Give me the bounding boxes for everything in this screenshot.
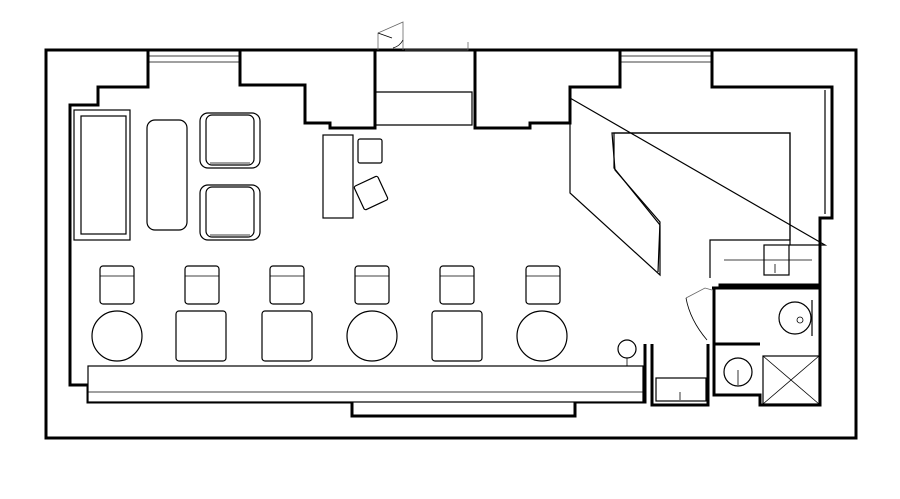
armchair: [199, 112, 261, 169]
tables-row: [91, 310, 568, 362]
shower-icon: [762, 355, 820, 405]
plant-icon: [617, 339, 637, 366]
stool: [184, 265, 220, 305]
toilet-icon: [778, 300, 813, 336]
stool: [269, 265, 305, 305]
square-table: [431, 310, 483, 362]
stools-row: [99, 265, 561, 305]
washbasin-icon: [723, 357, 753, 387]
booth-sofa: [73, 109, 131, 241]
side-table: [357, 138, 383, 164]
round-table: [516, 310, 568, 362]
round-table: [346, 310, 398, 362]
stool: [99, 265, 135, 305]
square-table: [175, 310, 227, 362]
armchair: [199, 184, 261, 241]
low-table: [146, 119, 188, 231]
utility-sink: [650, 344, 710, 407]
window-left: [148, 55, 240, 63]
long-bench: [87, 365, 644, 403]
bar-counter: [569, 96, 828, 277]
round-table: [91, 310, 143, 362]
window-right: [620, 55, 712, 63]
restroom-door[interactable]: [685, 286, 720, 341]
kitchen-sink: [763, 244, 790, 276]
restroom-wall: [712, 286, 822, 407]
stool: [439, 265, 475, 305]
entrance-bay: [375, 91, 473, 126]
bench-counter: [322, 134, 354, 219]
square-table: [261, 310, 313, 362]
kitchen-wall: [611, 132, 791, 278]
stool: [354, 265, 390, 305]
entrance-door[interactable]: [377, 21, 469, 51]
stool: [525, 265, 561, 305]
right-wall-upper: [710, 50, 834, 288]
right-wall-top: [473, 50, 622, 130]
side-table: [353, 175, 389, 211]
